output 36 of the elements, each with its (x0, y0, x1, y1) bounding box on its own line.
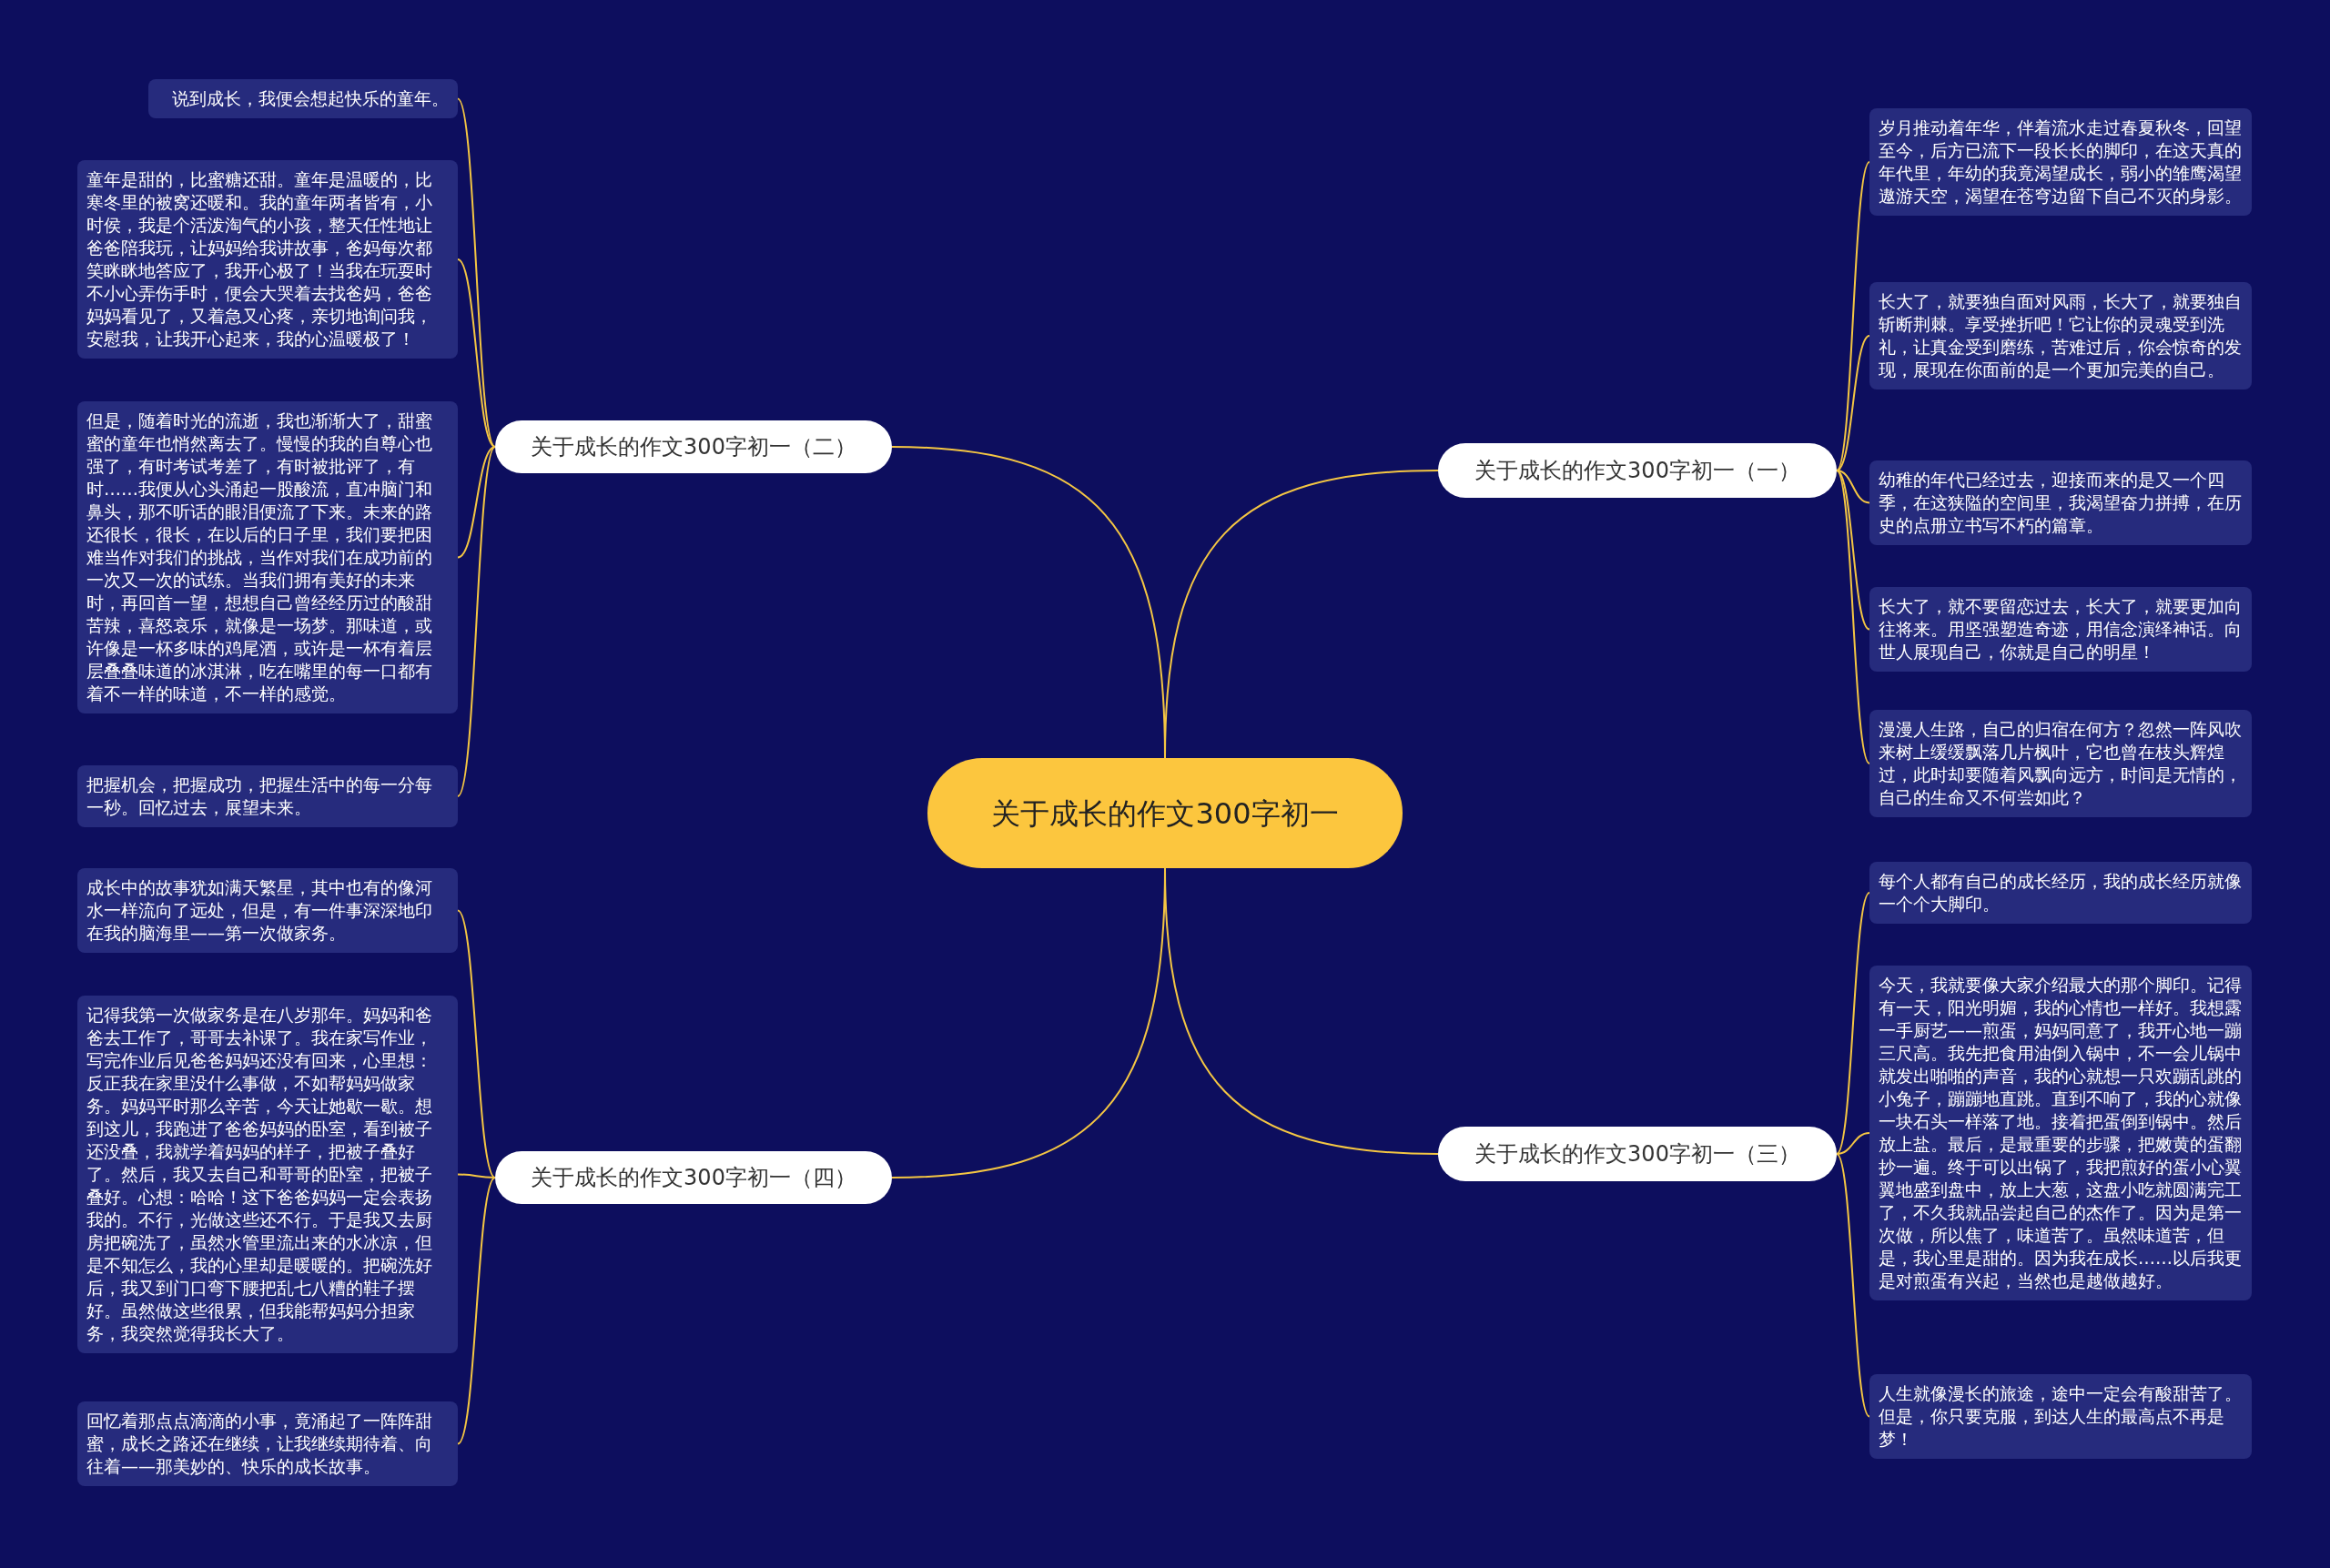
note-card: 说到成长，我便会想起快乐的童年。 (148, 79, 458, 118)
connector-line (457, 446, 496, 797)
note-card: 每个人都有自己的成长经历，我的成长经历就像一个个大脚印。 (1869, 862, 2252, 924)
note-card: 成长中的故事犹如满天繁星，其中也有的像河水一样流向了远处，但是，有一件事深深地印在我的脑海里——第一次做家务。 (77, 868, 458, 953)
connector-line (1836, 470, 1870, 631)
connector-line (1836, 1153, 1870, 1418)
note-card: 记得我第一次做家务是在八岁那年。妈妈和爸爸去工作了，哥哥去补课了。我在家写作业，写完作业后见爸爸妈妈还没有回来，心里想：反正我在家里没什么事做，不如帮妈妈做家务。妈妈平时那么辛苦，今天让她歇一歇。想到这儿，我跑进了爸爸妈妈的卧室，看到被子还没叠，我就学着妈妈的样子，把被子叠好了。然后，我又去自己和哥哥的卧室，把被子叠好。心想：哈哈！这下爸爸妈妈一定会表扬我的。不行，光做这些还不行。于是我又去厨房把碗洗了，虽然水管里流出来的水冰凉，但是不知怎么，我的心里却是暖暖的。把碗洗好后，我又到门口弯下腰把乱七八糟的鞋子摆好。虽然做这些很累，但我能帮妈妈分担家务，我突然觉得我长大了。 (77, 996, 458, 1353)
note-card: 把握机会，把握成功，把握生活中的每一分每一秒。回忆过去，展望未来。 (77, 765, 458, 827)
topic-bubble: 关于成长的作文300字初一 (927, 758, 1403, 868)
connector-line (457, 97, 496, 448)
branch-label: 关于成长的作文300字初一（三） (1438, 1127, 1837, 1181)
branch-label: 关于成长的作文300字初一（一） (1438, 443, 1837, 498)
connector-line (457, 258, 496, 448)
note-card: 长大了，就不要留恋过去，长大了，就要更加向往将来。用坚强塑造奇迹，用信念演绎神话。向世人展现自己，你就是自己的明星！ (1869, 587, 2252, 672)
note-card: 长大了，就要独自面对风雨，长大了，就要独自斩断荆棘。享受挫折吧！它让你的灵魂受到洗礼，让真金受到磨练，苦难过后，你会惊奇的发现，展现在你面前的是一个更加完美的自己。 (1869, 282, 2252, 389)
note-card: 回忆着那点点滴滴的小事，竟涌起了一阵阵甜蜜，成长之路还在继续，让我继续期待着、向往着——那美妙的、快乐的成长故事。 (77, 1401, 458, 1486)
connector-line (1836, 892, 1870, 1155)
note-card: 岁月推动着年华，伴着流水走过春夏秋冬，回望至今，后方已流下一段长长的脚印，在这天真的年代里，年幼的我竟渴望成长，弱小的雏鹰渴望遨游天空，渴望在苍穹边留下自己不灭的身影。 (1869, 108, 2252, 216)
connector-line (457, 1173, 496, 1179)
note-card: 人生就像漫长的旅途，途中一定会有酸甜苦了。但是，你只要克服，到达人生的最高点不再是梦！ (1869, 1374, 2252, 1459)
connector-line (457, 909, 496, 1179)
connector-line (1836, 1132, 1870, 1155)
connector-line (1836, 161, 1870, 471)
connector-line (1836, 335, 1870, 471)
branch-label: 关于成长的作文300字初一（四） (495, 1151, 892, 1204)
connector-line (457, 446, 496, 559)
note-card: 幼稚的年代已经过去，迎接而来的是又一个四季，在这狭隘的空间里，我渴望奋力拼搏，在历史的点册立书写不朽的篇章。 (1869, 460, 2252, 545)
note-card: 今天，我就要像大家介绍最大的那个脚印。记得有一天，阳光明媚，我的心情也一样好。我想露一手厨艺——煎蛋，妈妈同意了，我开心地一蹦三尺高。我先把食用油倒入锅中，不一会儿锅中就发出啪啪的声音，我的心就想一只欢蹦乱跳的小兔子，蹦蹦地直跳。直到不响了，我的心就像一块石头一样落了地。接着把蛋倒到锅中。然后放上盐。最后，是最重要的步骤，把嫩黄的蛋翻抄一遍。终于可以出锅了，我把煎好的蛋小心翼翼地盛到盘中，放上大葱，这盘小吃就圆满完工了，不久我就品尝起自己的杰作了。因为是第一次做，所以焦了，味道苦了。虽然味道苦，但是，我心里是甜的。因为我在成长……以后我更是对煎蛋有兴起，当然也是越做越好。 (1869, 966, 2252, 1300)
note-card: 但是，随着时光的流逝，我也渐渐大了，甜蜜蜜的童年也悄然离去了。慢慢的我的自尊心也强了，有时考试考差了，有时被批评了，有时……我便从心头涌起一股酸流，直冲脑门和鼻头，那不听话的眼泪便流了下来。未来的路还很长，很长，在以后的日子里，我们要把困难当作对我们的挑战，当作对我们在成功前的一次又一次的试练。当我们拥有美好的未来时，再回首一望，想想自己曾经经历过的酸甜苦辣，喜怒哀乐，就像是一场梦。那味道，或许像是一杯多味的鸡尾酒，或许是一杯有着层层叠叠味道的冰淇淋，吃在嘴里的每一口都有着不一样的味道，不一样的感觉。 (77, 401, 458, 713)
connector-line (891, 446, 1166, 759)
branch-label: 关于成长的作文300字初一（二） (495, 420, 892, 473)
note-card: 童年是甜的，比蜜糖还甜。童年是温暖的，比寒冬里的被窝还暖和。我的童年两者皆有，小时侯，我是个活泼淘气的小孩，整天任性地让爸爸陪我玩，让妈妈给我讲故事，爸妈每次都笑眯眯地答应了，我开心极了！当我在玩耍时不小心弄伤手时，便会大哭着去找爸妈，爸爸妈妈看见了，又着急又心疼，亲切地询问我，安慰我，让我开心起来，我的心温暖极了！ (77, 160, 458, 359)
note-card: 漫漫人生路，自己的归宿在何方？忽然一阵风吹来树上缓缓飘落几片枫叶，它也曾在枝头辉煌过，此时却要随着风飘向远方，时间是无情的，自己的生命又不何尝如此？ (1869, 710, 2252, 817)
connector-line (1836, 470, 1870, 504)
connector-line (1836, 470, 1870, 764)
connector-line (457, 1177, 496, 1445)
